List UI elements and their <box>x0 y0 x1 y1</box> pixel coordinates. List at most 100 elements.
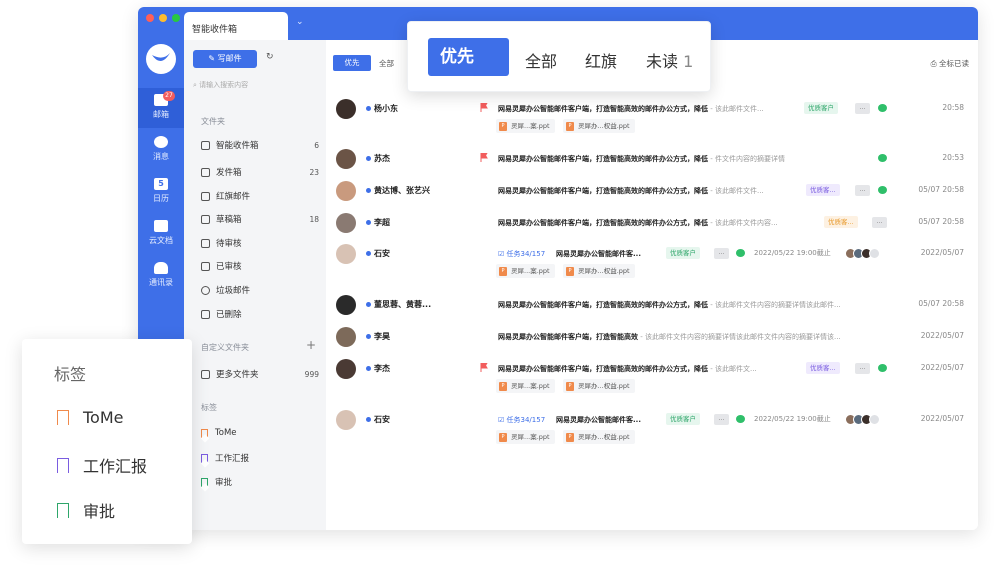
popup-tab-all[interactable]: 全部 <box>525 52 558 71</box>
popup-tab-flagged[interactable]: 红旗 <box>585 52 618 71</box>
rail-item-mail[interactable]: 27 邮箱 <box>138 88 184 128</box>
avatar-stack[interactable] <box>845 248 880 259</box>
more-tags-button[interactable]: ... <box>855 363 870 374</box>
more-tags-button[interactable]: ... <box>855 185 870 196</box>
tag-pill[interactable]: 优质客... <box>806 362 840 374</box>
folder-reviewed[interactable]: 已审核 <box>201 260 319 272</box>
timestamp: 2022/05/07 <box>920 363 964 372</box>
wechat-icon <box>878 154 887 162</box>
more-tags-button[interactable]: ... <box>872 217 887 228</box>
popup-tab-priority[interactable]: 优先 <box>428 38 509 76</box>
label-tome[interactable]: ToMe <box>57 408 124 427</box>
tag-tome[interactable]: ToMe <box>201 428 319 438</box>
bookmark-icon <box>201 428 208 438</box>
tag-pill[interactable]: 优质客户 <box>804 102 838 114</box>
folder-flagged[interactable]: 红旗邮件 <box>201 190 319 202</box>
tag-pill[interactable]: 优质客... <box>806 184 840 196</box>
tag-pill[interactable]: 优质客户 <box>666 413 700 425</box>
flag-icon[interactable] <box>480 153 488 162</box>
minimize-window-button[interactable] <box>159 14 167 22</box>
more-tags-button[interactable]: ... <box>714 248 729 259</box>
preview-text: - 该此邮件文件... <box>708 105 764 113</box>
attachment-name: 灵犀...案.ppt <box>511 267 550 275</box>
avatar <box>336 244 356 264</box>
more-tags-button[interactable]: ... <box>714 414 729 425</box>
folders-heading: 文件夹 <box>201 117 225 126</box>
filter-priority[interactable]: 优先 <box>333 55 371 71</box>
tag-name: 工作汇报 <box>215 454 250 464</box>
folder-more[interactable]: 更多文件夹 999 <box>201 368 319 380</box>
subject: 网易灵犀办公智能邮件客户端，打造智能高效的邮件办公方式，降低 - 该此邮件文件.… <box>498 104 764 114</box>
pending-review-icon <box>201 238 210 248</box>
wechat-icon <box>878 104 887 112</box>
subject-text: 网易灵犀办公智能邮件客户端，打造智能高效的邮件办公方式，降低 <box>498 105 708 113</box>
subject: 网易灵犀办公智能邮件客... <box>556 249 641 259</box>
rail-item-messages[interactable]: 消息 <box>138 130 184 170</box>
avatar-stack[interactable] <box>845 414 880 425</box>
folder-pending-review[interactable]: 待审核 <box>201 237 319 249</box>
label-approval[interactable]: 审批 <box>57 498 115 522</box>
rail-item-cloud-docs[interactable]: 云文档 <box>138 214 184 254</box>
ppt-icon: P <box>566 381 574 391</box>
tag-pill[interactable]: 优质客户 <box>666 247 700 259</box>
search-input[interactable]: ⌕ 请输入搜索内容 <box>193 81 249 89</box>
preview-text: - 该此邮件文... <box>708 365 757 373</box>
avatar <box>336 359 356 379</box>
avatar <box>336 295 356 315</box>
filter-all[interactable]: 全部 <box>379 59 394 68</box>
preview-text: - 该此邮件文件内容... <box>708 219 778 227</box>
sender-name: 苏杰 <box>374 154 390 163</box>
rail-item-calendar[interactable]: 5 日历 <box>138 172 184 212</box>
app-logo <box>146 44 176 74</box>
sender-name: 黄达博、张艺兴 <box>374 186 430 195</box>
tag-work-report[interactable]: 工作汇报 <box>201 452 319 464</box>
popup-tab-unread[interactable]: 未读 1 <box>646 48 693 72</box>
folder-count: 18 <box>309 214 319 224</box>
chevron-down-icon[interactable]: ⌄ <box>296 17 304 27</box>
trash-icon <box>201 309 210 319</box>
tag-pill[interactable]: 优质客... <box>824 216 858 228</box>
subject-text: 网易灵犀办公智能邮件客户端，打造智能高效 <box>498 333 638 341</box>
rail-item-label: 消息 <box>153 152 169 161</box>
folder-trash[interactable]: 已删除 <box>201 308 319 320</box>
add-folder-button[interactable]: + <box>306 338 317 352</box>
rail-item-contacts[interactable]: 通讯录 <box>138 256 184 296</box>
maximize-window-button[interactable] <box>172 14 180 22</box>
send-icon <box>201 167 210 177</box>
more-tags-button[interactable]: ... <box>855 103 870 114</box>
compose-button[interactable]: ✎ 写邮件 <box>193 50 257 68</box>
folder-name: 更多文件夹 <box>216 370 259 380</box>
subject: 网易灵犀办公智能邮件客户端，打造智能高效 - 该此邮件文件内容的摘要详情该此邮件… <box>498 332 841 342</box>
label-work-report[interactable]: 工作汇报 <box>57 453 147 477</box>
flag-icon[interactable] <box>480 363 488 372</box>
flag-icon[interactable] <box>480 103 488 112</box>
folder-spam[interactable]: 垃圾邮件 <box>201 284 319 296</box>
timestamp: 05/07 20:58 <box>918 217 964 226</box>
task-progress[interactable]: ☑ 任务34/157 <box>498 250 546 258</box>
sender-name: 李超 <box>374 218 390 227</box>
mark-all-read-button[interactable]: ⎙ 全标已读 <box>930 59 969 68</box>
bookmark-icon <box>57 502 69 518</box>
tag-approval[interactable]: 审批 <box>201 476 319 488</box>
task-progress[interactable]: ☑ 任务34/157 <box>498 416 546 424</box>
rail-item-label: 云文档 <box>149 236 173 245</box>
preview-text: - 该此邮件文件... <box>708 187 764 195</box>
tab-smart-inbox[interactable]: 智能收件箱 <box>184 12 288 42</box>
close-window-button[interactable] <box>146 14 154 22</box>
attachment-name: 灵犀办...权益.ppt <box>578 433 630 441</box>
unread-dot-icon <box>366 334 371 339</box>
refresh-icon[interactable]: ↻ <box>266 52 274 62</box>
folder-count: 999 <box>304 369 319 379</box>
subject: 网易灵犀办公智能邮件客户端，打造智能高效的邮件办公方式，降低 - 该此邮件文件.… <box>498 186 764 196</box>
